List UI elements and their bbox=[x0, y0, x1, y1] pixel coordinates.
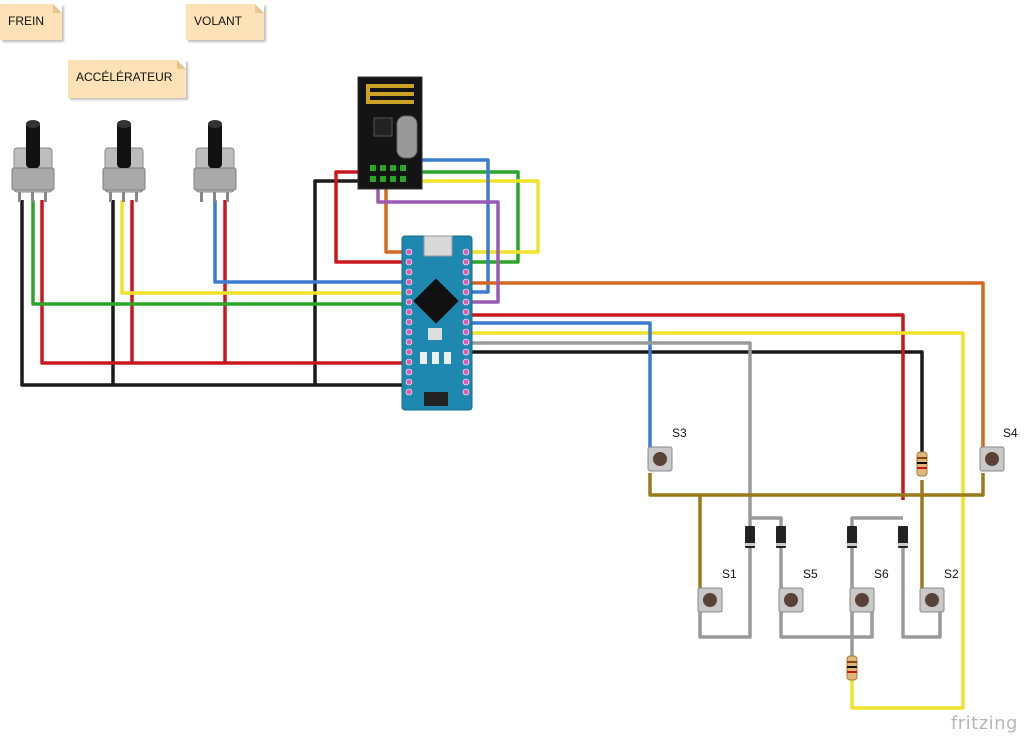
resistor-top bbox=[916, 451, 928, 477]
wire-gray-d-link1 bbox=[750, 516, 783, 528]
wire-red-pot1-vcc bbox=[40, 200, 405, 365]
wire-blue-pot3 bbox=[213, 200, 405, 284]
radio-module bbox=[357, 76, 423, 190]
note-volant: VOLANT bbox=[186, 4, 264, 40]
wire-yellow-pot2 bbox=[120, 200, 405, 295]
wires bbox=[20, 158, 985, 710]
wire-green-pot1 bbox=[31, 200, 405, 306]
diode-1 bbox=[745, 526, 755, 548]
note-frein-label: FREIN bbox=[8, 14, 44, 28]
wire-gray-main bbox=[470, 341, 752, 528]
wire-blue-s3 bbox=[470, 321, 652, 450]
wire-gray-d4-s2 bbox=[901, 548, 942, 639]
wire-red-radio-vcc bbox=[334, 170, 405, 264]
push-button-s4 bbox=[979, 446, 1005, 472]
note-volant-label: VOLANT bbox=[194, 14, 243, 28]
push-button-s3 bbox=[647, 446, 673, 472]
wire-gray-d1-s1 bbox=[698, 548, 752, 639]
switch-label-s4: S4 bbox=[1003, 426, 1018, 440]
potentiometer-volant bbox=[193, 120, 237, 202]
wire-yellow-s bbox=[470, 331, 965, 710]
push-button-s6 bbox=[849, 587, 875, 613]
potentiometer-frein bbox=[11, 120, 55, 202]
push-button-s2 bbox=[919, 587, 945, 613]
fritzing-watermark: fritzing bbox=[950, 713, 1018, 734]
resistor-bottom bbox=[846, 655, 858, 681]
push-button-s1 bbox=[697, 587, 723, 613]
wire-purple-radio bbox=[376, 181, 500, 304]
diode-4 bbox=[898, 526, 908, 548]
switch-label-s3: S3 bbox=[672, 426, 687, 440]
wire-gray-d-link2 bbox=[850, 516, 903, 528]
note-frein: FREIN bbox=[0, 4, 62, 40]
wire-green-radio bbox=[383, 170, 520, 264]
switch-label-s6: S6 bbox=[874, 567, 889, 581]
diode-3 bbox=[847, 526, 857, 548]
potentiometer-accelerateur bbox=[102, 120, 146, 202]
wire-orange-s4 bbox=[470, 281, 985, 450]
wire-black-s-gnd bbox=[470, 350, 924, 455]
wire-red-s-vcc bbox=[470, 313, 905, 500]
switch-label-s5: S5 bbox=[803, 567, 818, 581]
switch-label-s2: S2 bbox=[944, 567, 959, 581]
switch-label-s1: S1 bbox=[722, 567, 737, 581]
note-accelerateur: ACCÉLÉRATEUR bbox=[68, 60, 186, 98]
wire-black-ground-bus bbox=[20, 200, 405, 387]
diode-2 bbox=[776, 526, 786, 548]
wire-black-radio-gnd bbox=[313, 179, 368, 385]
wire-yellow-radio bbox=[400, 179, 540, 254]
push-button-s5 bbox=[778, 587, 804, 613]
wire-gray-s5-s6 bbox=[779, 608, 874, 639]
arduino-nano-board bbox=[401, 235, 473, 411]
wire-olive-bus bbox=[648, 473, 985, 497]
note-accelerateur-label: ACCÉLÉRATEUR bbox=[76, 70, 173, 84]
